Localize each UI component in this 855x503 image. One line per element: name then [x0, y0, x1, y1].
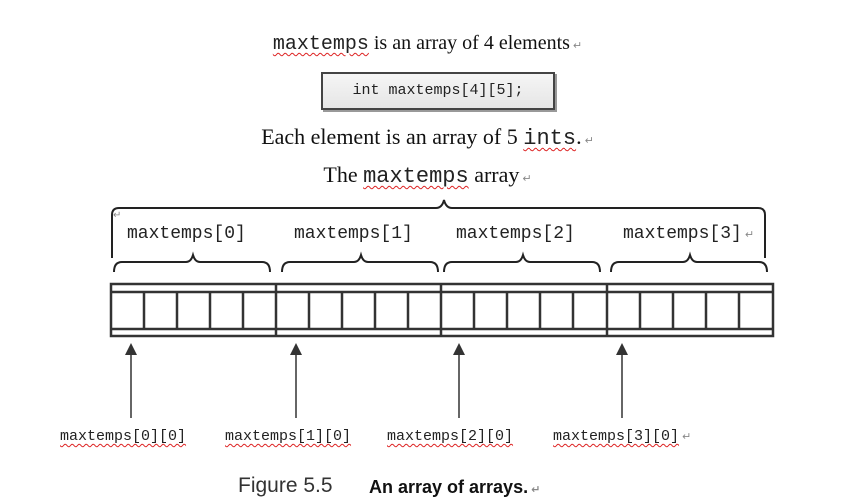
first-cell-label-0: maxtemps[0][0]	[60, 428, 186, 445]
figure-caption-text: An array of arrays.	[369, 477, 529, 497]
array-title-pre: The	[323, 162, 364, 187]
first-cell-label-2: maxtemps[2][0]	[387, 428, 513, 445]
each-element-line: Each element is an array of 5 ints.↵	[0, 124, 855, 151]
array-cells	[109, 282, 775, 338]
element-label-0: maxtemps[0]	[127, 224, 246, 244]
element-braces	[113, 251, 768, 273]
first-cell-label-0-text: maxtemps[0][0]	[60, 428, 187, 445]
paragraph-mark-icon: ↵	[522, 172, 532, 185]
array-title: The maxtemps array↵	[0, 162, 855, 189]
first-cell-label-1: maxtemps[1][0]	[225, 428, 351, 445]
each-code: ints	[523, 126, 577, 151]
first-cell-label-3-text: maxtemps[3][0]	[553, 428, 680, 445]
element-label-1: maxtemps[1]	[294, 224, 413, 244]
element-brace-3	[610, 251, 768, 273]
title-code: maxtemps	[272, 33, 369, 56]
first-cell-label-1-text: maxtemps[1][0]	[225, 428, 352, 445]
paragraph-mark-icon: ↵	[572, 39, 583, 52]
figure-caption: An array of arrays.↵	[369, 477, 540, 498]
element-label-3: maxtemps[3]↵	[623, 224, 754, 244]
each-prefix: Each element is an array of 5	[261, 124, 524, 149]
element-label-3-text: maxtemps[3]	[623, 224, 742, 244]
first-cell-label-3: maxtemps[3][0]↵	[553, 428, 691, 445]
element-brace-2	[443, 251, 601, 273]
paragraph-mark-icon: ↵	[744, 228, 755, 241]
title-rest: is an array of 4 elements	[368, 32, 570, 54]
paragraph-mark-icon: ↵	[584, 134, 594, 147]
array-title-code: maxtemps	[363, 164, 469, 189]
element-brace-0	[113, 251, 271, 273]
pointer-arrows	[125, 343, 628, 418]
paragraph-mark-icon: ↵	[682, 430, 692, 443]
declaration-box: int maxtemps[4][5];	[321, 72, 555, 110]
first-cell-label-2-text: maxtemps[2][0]	[387, 428, 514, 445]
paragraph-mark-icon: ↵	[113, 210, 121, 221]
outer-brace	[111, 199, 766, 258]
figure-number: Figure 5.5	[238, 474, 333, 497]
paragraph-mark-icon: ↵	[531, 483, 541, 496]
array-title-post: array	[468, 162, 520, 187]
title-line: maxtemps is an array of 4 elements↵	[0, 32, 855, 56]
element-brace-1	[281, 251, 439, 273]
element-label-2: maxtemps[2]	[456, 224, 575, 244]
each-suffix: .	[576, 124, 582, 149]
